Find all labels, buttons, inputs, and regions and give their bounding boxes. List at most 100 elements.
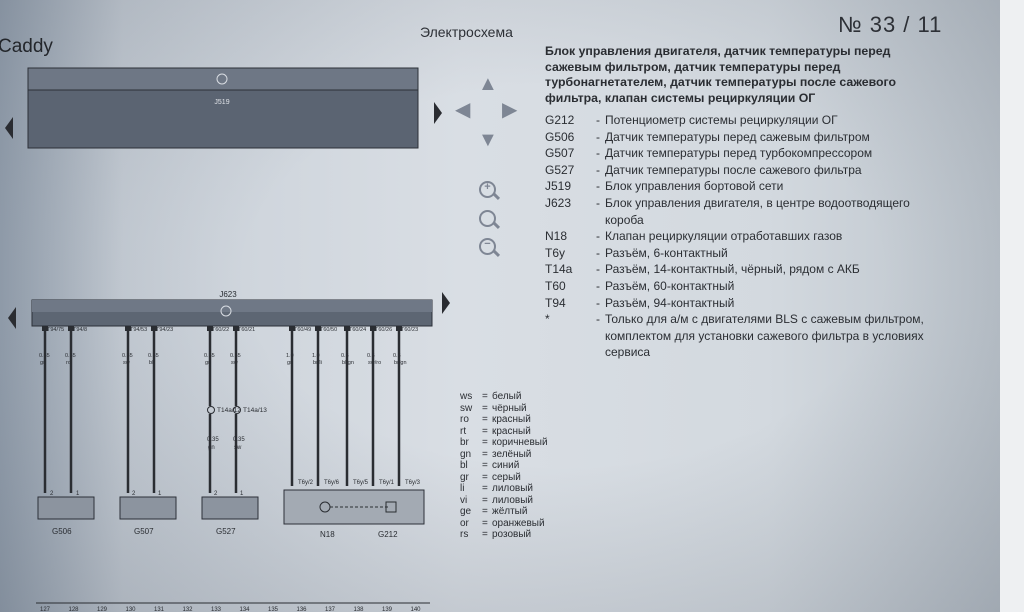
g506-pin-2: 2 (50, 491, 54, 497)
wire-color-label: gr (40, 360, 45, 366)
g527-pin-1: 1 (240, 491, 244, 497)
legend-dash: - (596, 195, 600, 210)
connector-label: T60/22 (212, 327, 229, 333)
wire-size-label: 1.0 (286, 353, 294, 359)
color-name: чёрный (492, 402, 527, 414)
wire-color-label: br/li (313, 360, 322, 366)
j623-unit-header (32, 300, 432, 312)
color-name: лиловый (492, 483, 534, 494)
legend-description: Только для а/м с двигателями BLS с сажев… (605, 312, 924, 360)
pan-left-arrow[interactable]: ◀ (455, 99, 471, 121)
wire-color-label: sw (231, 360, 238, 366)
zoom-out-icon[interactable]: − (479, 238, 496, 255)
g527-sensor-box (201, 496, 259, 520)
g507-label: G507 (134, 527, 154, 536)
wire-size-label: 0.5 (367, 353, 375, 359)
zoom-fit-icon[interactable] (479, 210, 496, 227)
n18-g212-box (283, 489, 425, 525)
legend-dash: - (596, 278, 600, 293)
wire-size-label: 0.5 (393, 353, 401, 359)
prev-section-arrow[interactable] (8, 307, 16, 329)
t14a-label-1: T14a/12 (217, 407, 241, 414)
color-code: sw (460, 402, 473, 414)
t6y-label-3: T6y/5 (353, 480, 369, 486)
legend-code: G527 (545, 162, 575, 177)
legend-item: G507-Датчик температуры перед турбокомпр… (545, 145, 945, 162)
legend-code: G212 (545, 113, 575, 127)
wire-lines (42, 326, 402, 493)
wire-size-label: 1.0 (312, 353, 320, 359)
color-legend-item: ws=белый (460, 391, 548, 403)
footer-number: 135 (268, 607, 279, 612)
legend-dash: - (596, 146, 600, 161)
legend-dash: - (596, 162, 600, 177)
footer-number: 137 (325, 607, 336, 612)
connector-pin (344, 326, 350, 331)
wire-size-label: 0.5 (341, 353, 349, 359)
wire-color-label: gn (205, 360, 211, 366)
connector-pin (125, 326, 131, 331)
footer-number: 133 (211, 607, 222, 612)
legend-code: J623 (545, 195, 572, 210)
connector-label: T60/49 (294, 327, 311, 333)
legend-item: T94-Разъём, 94-контактный (545, 295, 945, 312)
legend-item: G527 -Датчик температуры после сажевого ф… (545, 162, 945, 179)
legend-item: G506-Датчик температуры перед сажевым фи… (545, 129, 945, 146)
t6y-label-5: T6y/3 (405, 480, 421, 486)
connector-label: T60/50 (320, 327, 337, 333)
connector-pin (289, 326, 295, 331)
legend-description: Разъём, 6-контактный (605, 245, 728, 260)
color-equals: = (482, 391, 488, 402)
color-legend-item: sw = чёрный (460, 403, 548, 415)
legend-code: T60 (545, 278, 566, 293)
color-equals: = (482, 402, 488, 414)
color-code: ro (460, 414, 469, 425)
legend-dash: - (596, 295, 600, 310)
legend-code: J519 (545, 179, 572, 194)
g506-pin-1: 1 (76, 491, 80, 497)
connector-label: T60/21 (238, 327, 255, 333)
connector-pin (151, 326, 157, 331)
connector-pin (396, 326, 402, 331)
zoom-in-icon[interactable]: + (479, 181, 496, 198)
legend-description: Блок управления бортовой сети (605, 179, 784, 194)
color-code: bl (460, 460, 468, 471)
lower-spec-2-color: sw (234, 445, 242, 451)
color-equals: = (482, 425, 488, 437)
next-page-arrow[interactable] (434, 102, 442, 124)
legend-code: T94 (545, 295, 566, 310)
legend-dash: - (596, 179, 600, 194)
connector-label: T94/75 (47, 327, 64, 333)
pan-down-arrow[interactable]: ▼ (478, 129, 498, 151)
color-name: зелёный (492, 448, 532, 460)
prev-page-arrow[interactable] (5, 117, 13, 139)
footer-number: 132 (183, 607, 194, 612)
g212-potentiometer-symbol (385, 501, 397, 513)
footer-number: 138 (354, 607, 365, 612)
connector-pin (42, 326, 48, 331)
color-name: коричневый (492, 437, 548, 448)
legend-item: J623-Блок управления двигателя, в центре… (545, 195, 945, 228)
connector-label: T60/23 (401, 327, 418, 333)
pan-up-arrow[interactable]: ▲ (478, 73, 498, 95)
color-legend-item: gn=зелёный (460, 449, 548, 461)
color-legend-item: ro=красный (460, 414, 548, 426)
next-section-arrow[interactable] (442, 292, 450, 314)
color-code: or (460, 517, 469, 529)
pan-right-arrow[interactable]: ▶ (502, 99, 518, 121)
wire-color-label: gn (287, 360, 293, 366)
legend-code: G507 (545, 146, 575, 161)
legend-description: Датчик температуры после сажевого фильтр… (605, 162, 862, 177)
t14a-connectors (207, 406, 241, 414)
legend-code: G506 (545, 129, 575, 144)
connector-pin (68, 326, 74, 331)
footer-number: 127 (40, 607, 51, 612)
t14a-label-2: T14a/13 (243, 407, 267, 414)
g507-sensor-box (119, 496, 177, 520)
g212-label: G212 (378, 530, 398, 539)
adjacent-page-strip (1000, 0, 1024, 612)
color-legend-item: or=оранжевый (460, 518, 548, 530)
